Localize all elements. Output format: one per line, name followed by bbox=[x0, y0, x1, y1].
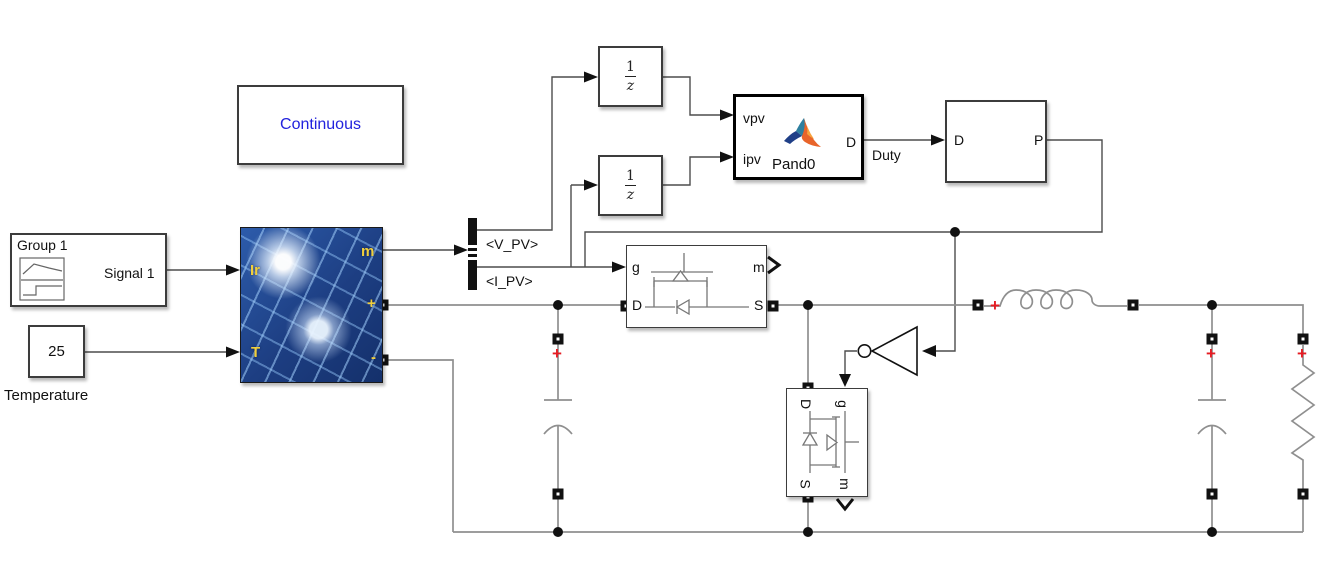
inductor-coil[interactable] bbox=[984, 289, 1127, 310]
unit-delay-1-block[interactable]: 1 z bbox=[598, 46, 663, 107]
signal-builder-title: Group 1 bbox=[17, 237, 68, 253]
pv-array-block[interactable]: Ir T m + - bbox=[240, 227, 383, 383]
not-gate[interactable] bbox=[857, 325, 918, 377]
mosfet1-gate-label: g bbox=[632, 259, 640, 275]
numerator: 1 bbox=[626, 168, 635, 184]
arrow-subsystem-in bbox=[931, 134, 945, 146]
fraction-bar bbox=[625, 76, 636, 77]
plus-cap1: + bbox=[552, 344, 562, 363]
load-resistor[interactable] bbox=[1290, 345, 1316, 532]
arrowheads bbox=[226, 71, 945, 387]
mppt-name: Pand0 bbox=[772, 156, 816, 173]
mppt-function-block[interactable]: vpv ipv D Pand0 bbox=[733, 94, 864, 180]
plus-cap2: + bbox=[1206, 344, 1216, 363]
mppt-input-vpv: vpv bbox=[743, 110, 765, 126]
powergui-block[interactable]: Continuous bbox=[237, 85, 404, 165]
denominator: z bbox=[626, 78, 635, 94]
bus-dash bbox=[468, 251, 477, 254]
mosfet2-drain-label: D bbox=[798, 398, 815, 410]
mppt-output-d: D bbox=[846, 134, 857, 150]
not-gate-bubble bbox=[857, 343, 872, 358]
arrow-delay1-in bbox=[584, 71, 598, 83]
junction-dots bbox=[553, 227, 1217, 537]
not-gate-triangle[interactable] bbox=[870, 325, 918, 377]
duty-signal-label: Duty bbox=[872, 147, 901, 163]
pv-port-t: T bbox=[251, 344, 261, 361]
mosfet2-measure-label: m bbox=[836, 478, 853, 490]
arrow-pv-ir bbox=[226, 264, 240, 276]
mosfet1-source-label: S bbox=[754, 297, 764, 313]
numerator: 1 bbox=[626, 59, 635, 75]
signal-builder-block[interactable]: Group 1 Signal 1 bbox=[10, 233, 167, 307]
pwm-subsystem-block[interactable]: D P bbox=[945, 100, 1047, 183]
bus-dash bbox=[468, 257, 477, 260]
wire-p-feedback[interactable] bbox=[584, 139, 1103, 267]
mosfet2-m-chevron bbox=[835, 498, 855, 512]
bus-selector[interactable] bbox=[468, 218, 477, 290]
signal-wires[interactable] bbox=[85, 76, 1103, 374]
wire-ipv-to-delay2[interactable] bbox=[570, 184, 584, 267]
mosfet-top-block[interactable]: g m D S bbox=[626, 245, 767, 328]
pv-port-m: m bbox=[361, 243, 375, 260]
fraction-bar bbox=[625, 185, 636, 186]
capacitor-2[interactable] bbox=[1197, 344, 1227, 532]
rail-output[interactable] bbox=[1139, 304, 1304, 334]
plus-resistor: + bbox=[1297, 344, 1307, 363]
wire-to-not-gate[interactable] bbox=[936, 232, 956, 352]
wire-vpv-to-delay1[interactable] bbox=[477, 76, 584, 231]
constant-value: 25 bbox=[48, 343, 65, 360]
arrow-ipv-in bbox=[720, 151, 734, 163]
arrow-vpv-in bbox=[720, 109, 734, 121]
signal-builder-output-label: Signal 1 bbox=[104, 265, 155, 281]
polarity-marks: + + + + bbox=[552, 296, 1307, 363]
arrow-pv-t bbox=[226, 346, 240, 358]
wire-delay1-to-vpv[interactable] bbox=[663, 76, 720, 116]
measure-chevrons bbox=[767, 255, 855, 512]
matlab-logo-icon bbox=[784, 118, 821, 147]
arrow-delay2-in bbox=[584, 179, 598, 191]
cap1-plate-curved[interactable] bbox=[543, 424, 573, 435]
arrow-mosfet2-g bbox=[839, 374, 851, 387]
constant-block[interactable]: 25 bbox=[28, 325, 85, 378]
mosfet1-measure-label: m bbox=[753, 259, 765, 275]
mosfet2-gate-label: g bbox=[834, 400, 851, 408]
bus-dash bbox=[468, 245, 477, 248]
pv-minus-riser[interactable] bbox=[383, 359, 454, 532]
mosfet2-source-label: S bbox=[797, 479, 814, 489]
mosfet2-symbol bbox=[801, 411, 859, 473]
capacitor-1[interactable] bbox=[543, 344, 573, 532]
constant-caption: Temperature bbox=[4, 387, 89, 404]
wire-delay2-to-ipv[interactable] bbox=[663, 156, 720, 186]
subsystem-input-d: D bbox=[954, 132, 965, 148]
arrow-not-in bbox=[922, 345, 936, 357]
unit-delay-1-fraction: 1 z bbox=[625, 59, 636, 94]
mosfet1-drain-label: D bbox=[632, 297, 643, 313]
plus-inductor: + bbox=[990, 296, 1000, 315]
bus-label-ipv: <I_PV> bbox=[486, 273, 533, 289]
powergui-label: Continuous bbox=[280, 116, 361, 133]
bus-label-vpv: <V_PV> bbox=[486, 236, 539, 252]
subsystem-output-p: P bbox=[1034, 132, 1044, 148]
wire-not-to-gate2[interactable] bbox=[844, 350, 857, 374]
arrow-mosfet1-g bbox=[612, 261, 626, 273]
arrow-bus-in bbox=[454, 244, 468, 256]
signal-builder-waveform-icon bbox=[19, 257, 65, 301]
mppt-input-ipv: ipv bbox=[743, 151, 761, 167]
pv-port-minus: - bbox=[371, 349, 376, 366]
unit-delay-2-block[interactable]: 1 z bbox=[598, 155, 663, 216]
unit-delay-2-fraction: 1 z bbox=[625, 168, 636, 203]
mosfet1-symbol bbox=[645, 253, 749, 316]
electrical-wires[interactable] bbox=[383, 304, 1304, 533]
denominator: z bbox=[626, 187, 635, 203]
pv-port-ir: Ir bbox=[250, 262, 261, 279]
resistor-zigzag[interactable] bbox=[1290, 345, 1316, 532]
mosfet-bottom-block[interactable]: D g S m bbox=[786, 388, 868, 497]
mosfet1-m-chevron bbox=[767, 255, 782, 275]
pv-port-plus: + bbox=[367, 295, 376, 312]
cap2-plate-curved[interactable] bbox=[1197, 424, 1227, 435]
inductor[interactable] bbox=[984, 289, 1127, 310]
